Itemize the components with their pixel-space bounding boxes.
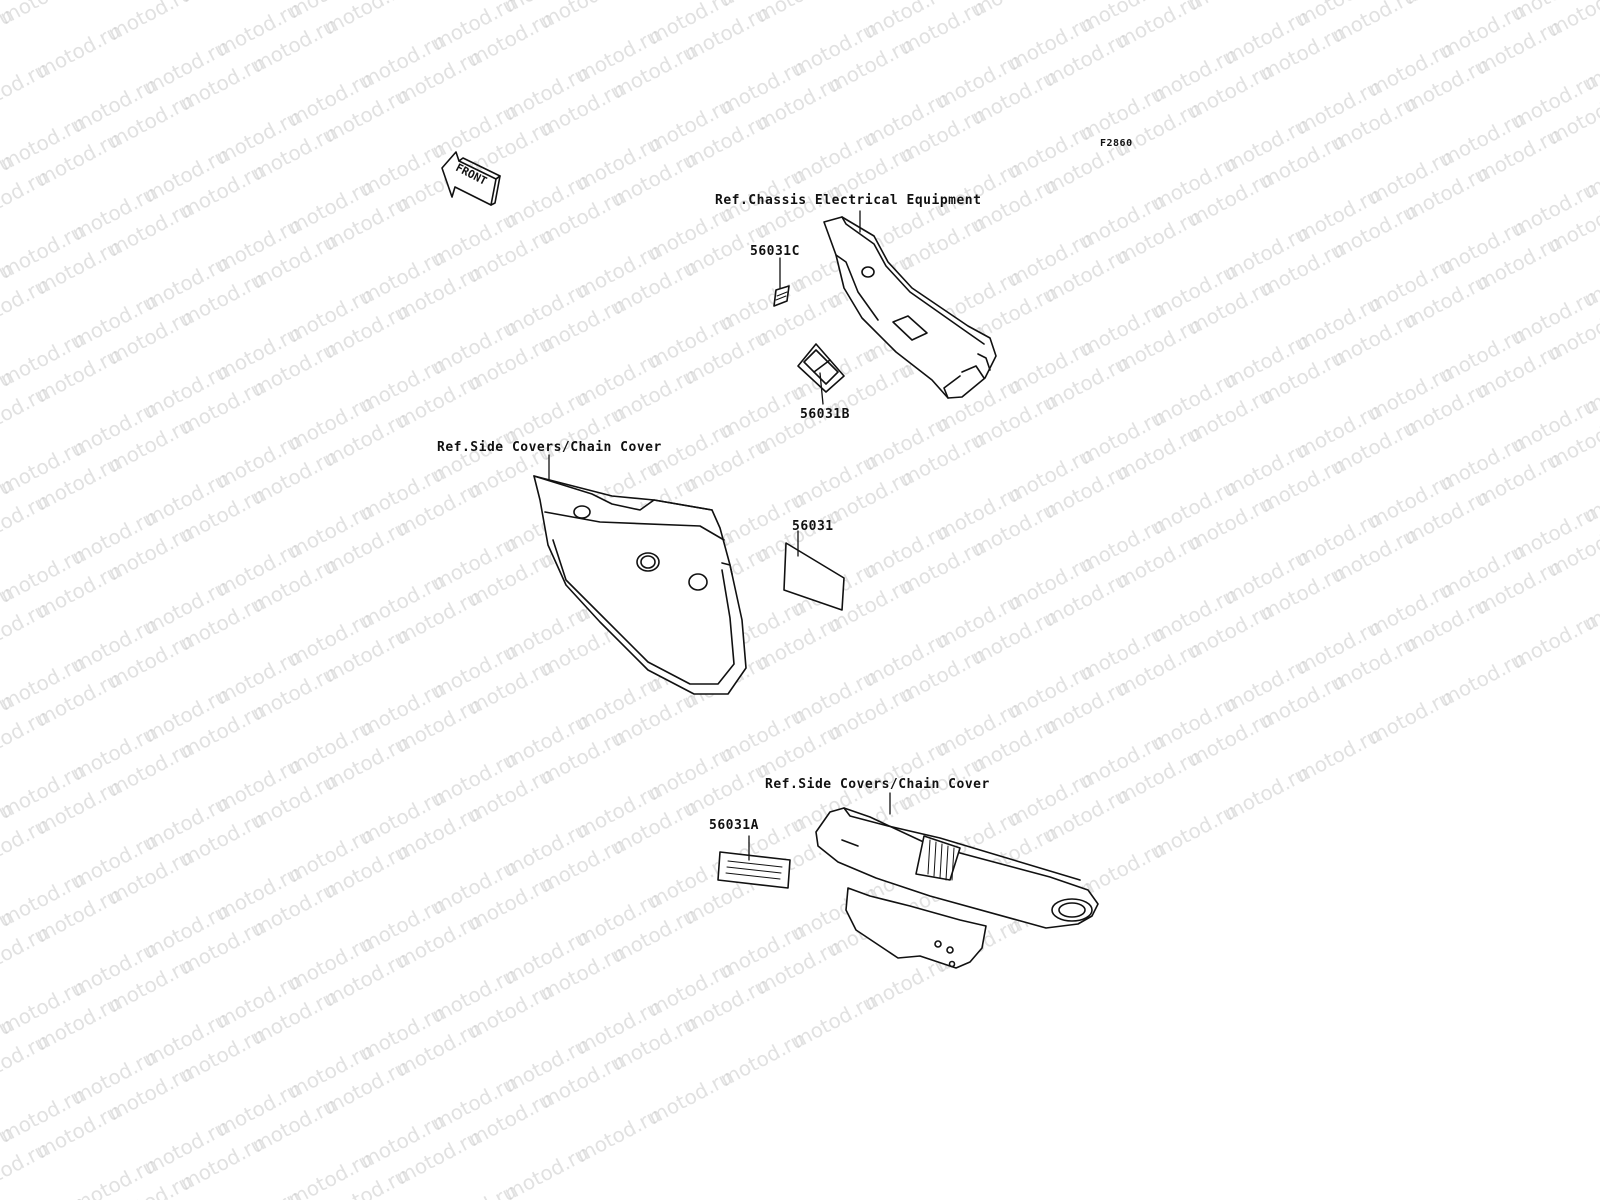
side-cover-part — [533, 475, 747, 695]
ref-chassis-electrical: Ref.Chassis Electrical Equipment — [715, 193, 982, 208]
part-label-56031a: 56031A — [709, 818, 759, 833]
decal-56031b — [797, 343, 845, 393]
decal-56031 — [783, 542, 845, 611]
part-label-56031c: 56031C — [750, 244, 800, 259]
front-arrow-icon: FRONT — [441, 151, 501, 206]
part-label-56031: 56031 — [792, 519, 834, 534]
chain-cover-part — [815, 807, 1099, 969]
chassis-bracket-part — [823, 216, 997, 399]
leader-lines — [548, 210, 891, 861]
decal-56031a — [717, 851, 791, 889]
ref-side-covers-upper: Ref.Side Covers/Chain Cover — [437, 440, 662, 455]
part-label-56031b: 56031B — [800, 407, 850, 422]
diagram-code: F2860 — [1100, 138, 1133, 149]
decal-56031c — [773, 285, 790, 307]
ref-side-covers-lower: Ref.Side Covers/Chain Cover — [765, 777, 990, 792]
